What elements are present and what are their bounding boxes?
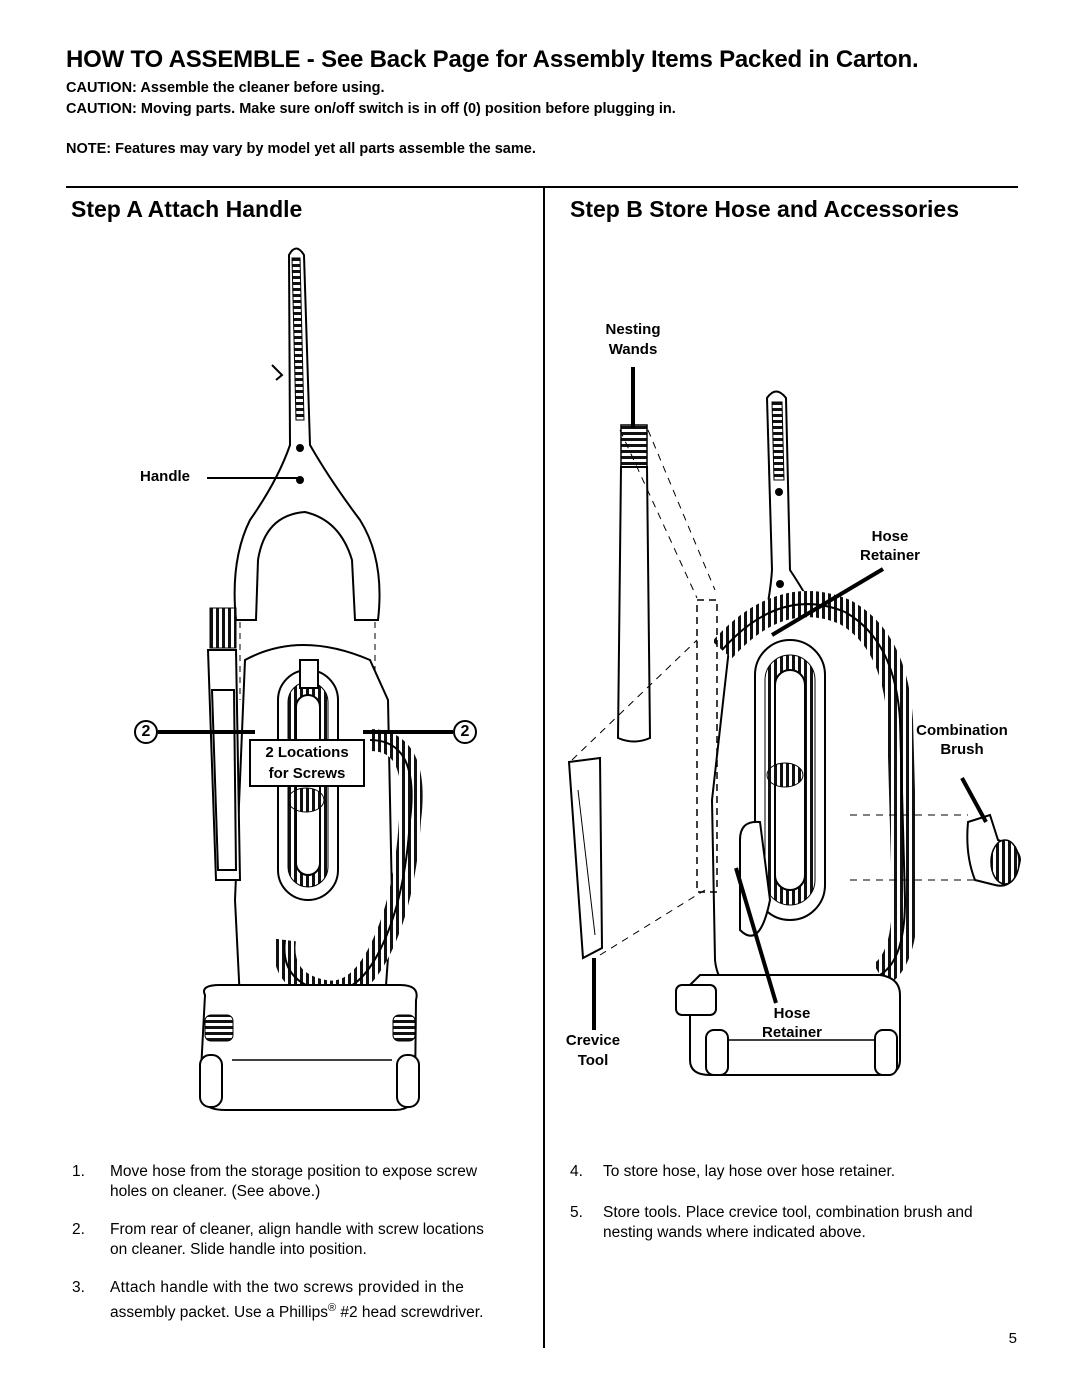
instruction-5: 5. Store tools. Place crevice tool, comb…: [570, 1203, 1030, 1245]
step-b-guide-lines: [571, 429, 975, 956]
instruction-2-line1: From rear of cleaner, align handle with …: [110, 1221, 484, 1238]
step-a-heading: Step A Attach Handle: [71, 196, 303, 222]
instruction-3-line2: assembly packet. Use a Phillips® #2 head…: [110, 1298, 483, 1323]
instruction-2-line2: on cleaner. Slide handle into position.: [110, 1241, 367, 1258]
screw-right-number: 2: [460, 723, 470, 740]
hose-retainer-top-leader-line: [770, 567, 885, 637]
screw-left-number: 2: [141, 723, 151, 740]
instruction-5-line1: Store tools. Place crevice tool, combina…: [603, 1204, 973, 1221]
instruction-3: 3. Attach handle with the two screws pro…: [72, 1278, 532, 1323]
screw-locations-label-line1: 2 Locations: [265, 744, 349, 761]
hose-retainer-top-label-line1: Hose: [871, 528, 909, 545]
instruction-2: 2. From rear of cleaner, align handle wi…: [72, 1220, 532, 1262]
screw-locations-label-line2: for Screws: [268, 765, 346, 782]
step-b-vacuum-illustration: [567, 390, 1022, 1076]
instruction-3-number: 3.: [72, 1279, 85, 1296]
hose-retainer-bottom-label-line1: Hose: [773, 1005, 811, 1022]
features-note: NOTE: Features may vary by model yet all…: [66, 141, 536, 157]
nesting-wands-label-line2: Wands: [608, 341, 658, 358]
registered-mark: ®: [327, 1302, 337, 1314]
instruction-5-line2: nesting wands where indicated above.: [603, 1224, 866, 1241]
page-number: 5: [1008, 1330, 1017, 1347]
combination-brush-leader-line: [960, 777, 988, 823]
hose-retainer-bottom-label-line2: Retainer: [761, 1024, 823, 1041]
instruction-1-line1: Move hose from the storage position to e…: [110, 1163, 478, 1180]
step-b-heading: Step B Store Hose and Accessories: [570, 196, 960, 222]
screw-location-left-marker: [134, 720, 158, 744]
instruction-1-number: 1.: [72, 1163, 85, 1180]
screw-locations-callout-box: [249, 739, 365, 787]
instruction-3-line2-post: #2 head screwdriver.: [336, 1304, 484, 1322]
header-divider: [66, 186, 1018, 188]
screw-location-right-marker: [453, 720, 477, 744]
crevice-tool-label-line2: Tool: [577, 1052, 609, 1069]
instruction-1: 1. Move hose from the storage position t…: [72, 1162, 532, 1204]
instruction-1-line2: holes on cleaner. (See above.): [110, 1183, 321, 1200]
instruction-2-number: 2.: [72, 1221, 85, 1238]
instruction-3-line2-pre: assembly packet. Use a Phillips: [110, 1304, 328, 1322]
handle-label: Handle: [140, 468, 191, 485]
hose-retainer-top-label-line2: Retainer: [859, 547, 921, 564]
instruction-5-number: 5.: [570, 1204, 583, 1221]
page-title: HOW TO ASSEMBLE - See Back Page for Asse…: [66, 46, 919, 73]
caution-moving-parts: CAUTION: Moving parts. Make sure on/off …: [66, 101, 676, 117]
instruction-4-number: 4.: [570, 1163, 583, 1180]
nesting-wands-label-line1: Nesting: [605, 321, 661, 338]
combination-brush-label-line2: Brush: [940, 741, 984, 758]
instruction-3-line1: Attach handle with the two screws provid…: [110, 1279, 465, 1296]
crevice-tool-label-line1: Crevice: [565, 1032, 621, 1049]
instruction-4-line1: To store hose, lay hose over hose retain…: [603, 1163, 896, 1180]
caution-assemble: CAUTION: Assemble the cleaner before usi…: [66, 80, 385, 96]
combination-brush-label-line1: Combination: [916, 722, 1008, 739]
hose-retainer-bottom-leader-line: [734, 867, 778, 1004]
instruction-4: 4. To store hose, lay hose over hose ret…: [570, 1162, 1030, 1184]
step-a-vacuum-illustration: [198, 247, 423, 1111]
column-divider: [543, 188, 545, 1348]
